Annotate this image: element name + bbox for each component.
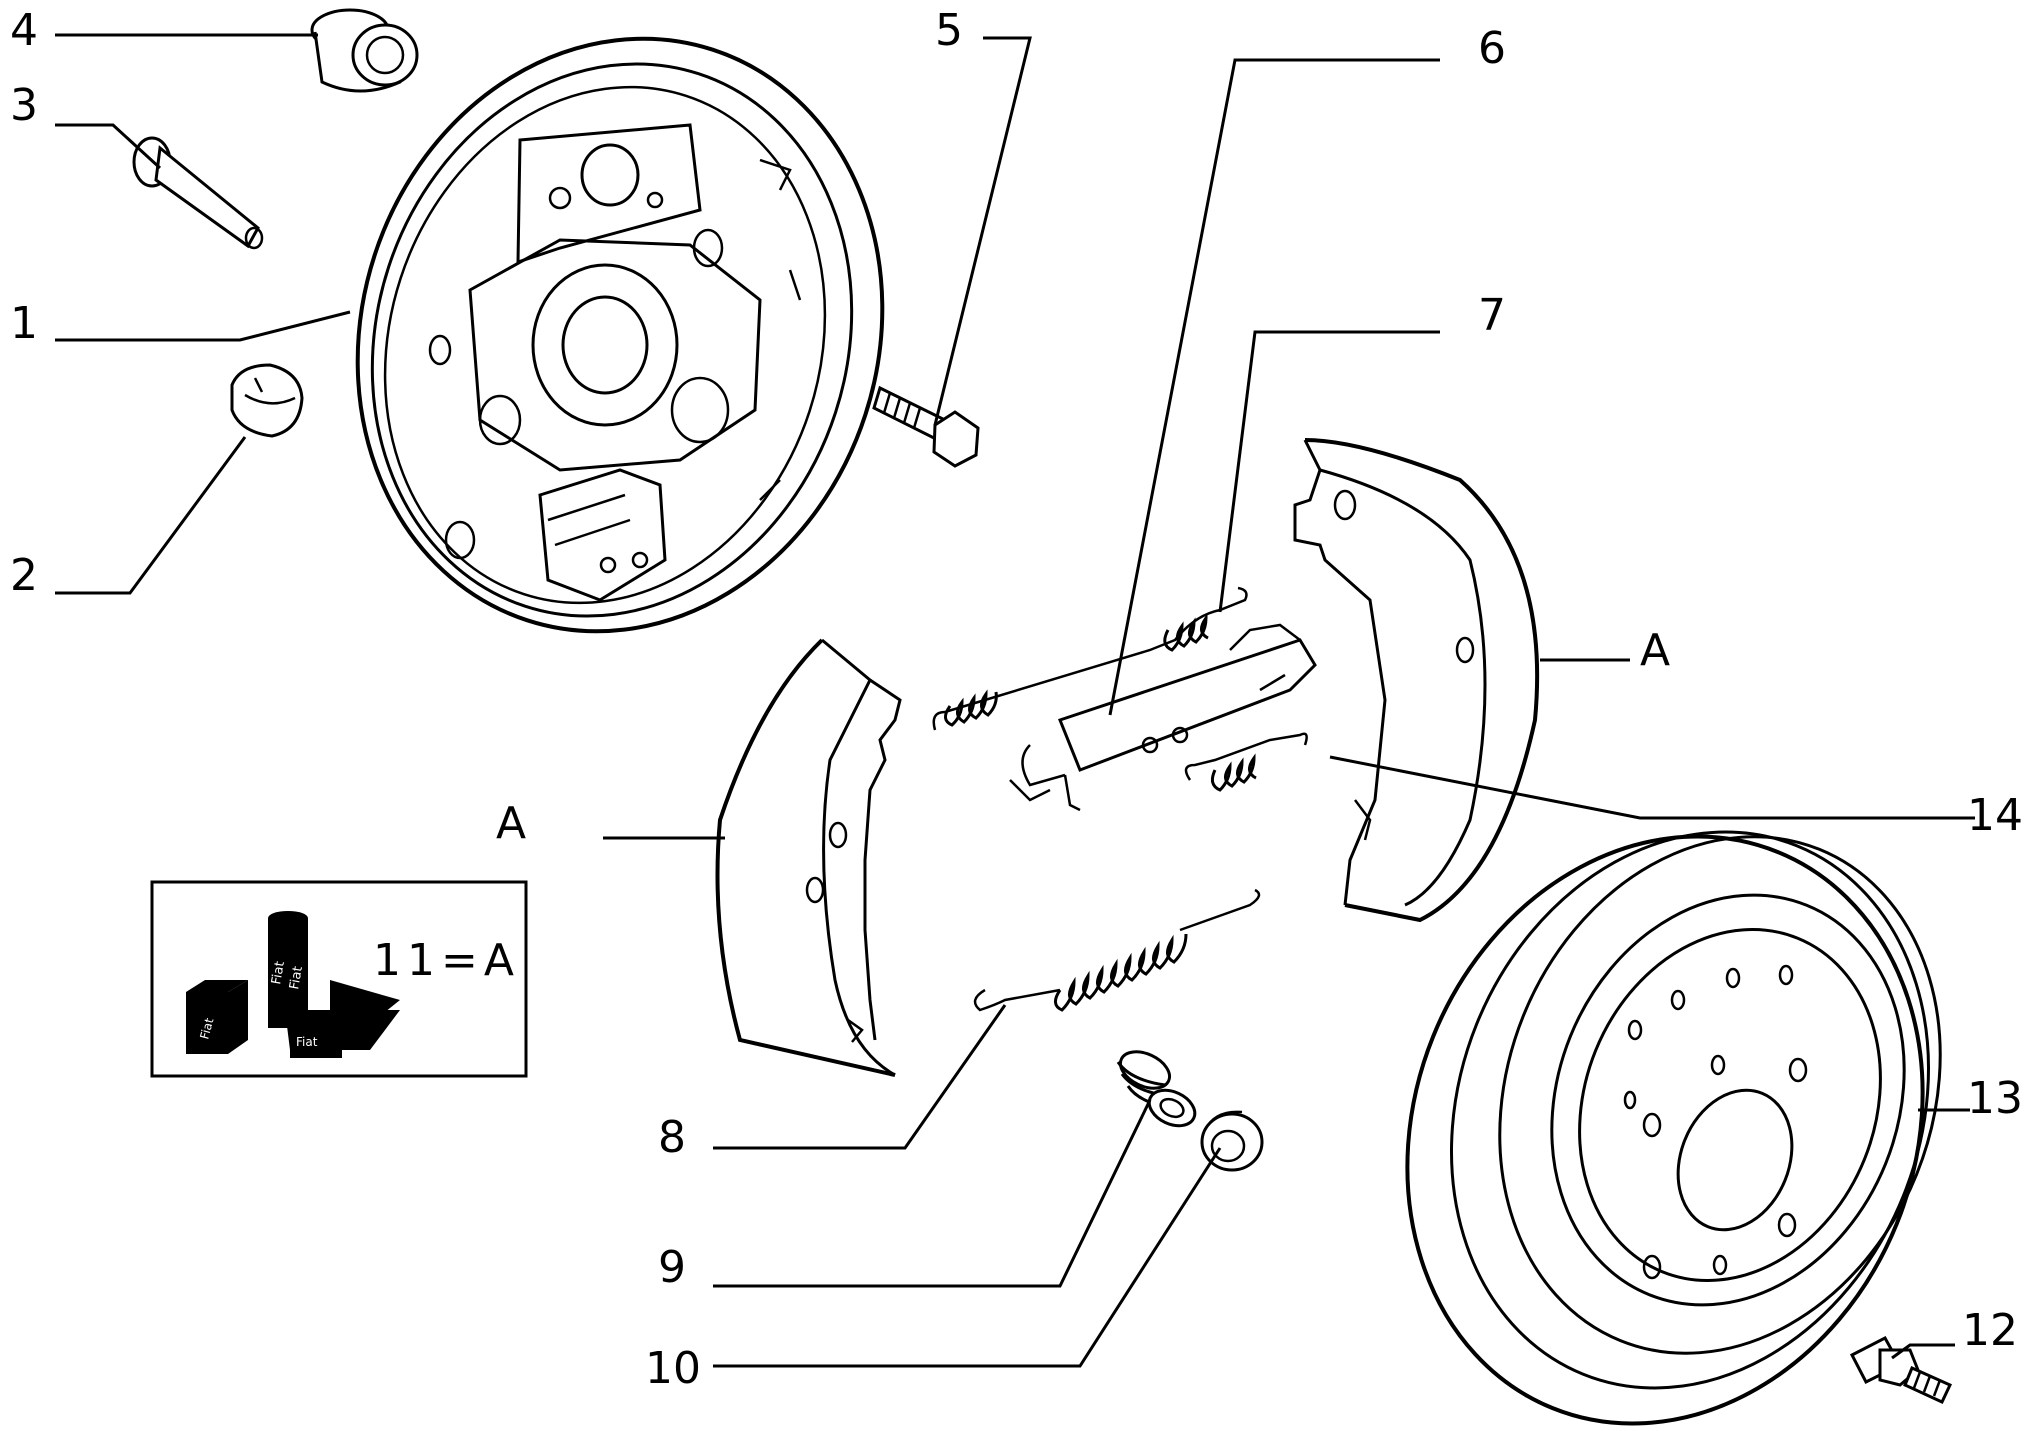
part-4-bushing — [310, 8, 419, 93]
part-9-hold-down-spring — [1116, 1050, 1197, 1128]
can-label-1: Fiat — [269, 960, 288, 985]
callout-7: 7 — [1478, 290, 1506, 341]
drum-bolt-holes — [1623, 964, 1808, 1280]
callout-12: 12 — [1962, 1305, 2018, 1356]
part-7-spring-upper — [932, 586, 1248, 731]
callout-3: 3 — [10, 80, 38, 131]
box-label-2: Fiat — [296, 1035, 318, 1049]
leader-lines — [55, 33, 1975, 1368]
part-13-brake-drum — [1405, 830, 1942, 1426]
legend-box: Fiat Fiat Fiat Fiat 11=A — [150, 880, 528, 1078]
brake-shoe-right — [1293, 438, 1540, 923]
part-3-pin — [132, 136, 264, 250]
callout-10: 10 — [645, 1343, 701, 1394]
callout-14: 14 — [1967, 790, 2023, 841]
part-1-backing-plate — [355, 36, 885, 634]
lubricant-products-icon: Fiat Fiat Fiat Fiat — [186, 911, 400, 1058]
callout-1: 1 — [10, 298, 38, 349]
callout-6: 6 — [1478, 23, 1506, 74]
callout-a-right: A — [1640, 625, 1670, 676]
part-12-wheel-bolt — [1849, 1336, 1953, 1404]
part-8-spring-lower — [973, 888, 1261, 1012]
box-label-1: Fiat — [197, 1016, 216, 1041]
callout-8: 8 — [658, 1112, 686, 1163]
callout-2: 2 — [10, 550, 38, 601]
part-2-grommet — [230, 363, 304, 438]
callout-a-left: A — [496, 798, 526, 849]
part-6-strut-assembly — [1009, 623, 1317, 812]
callout-5: 5 — [935, 5, 963, 56]
part-5-bolt — [872, 385, 980, 468]
callout-13: 13 — [1967, 1073, 2023, 1124]
callout-4: 4 — [10, 5, 38, 56]
part-14-spring — [1184, 732, 1308, 792]
callout-9: 9 — [658, 1242, 686, 1293]
callout-labels: 4 3 1 2 5 6 7 A 14 A 13 8 9 10 12 — [10, 5, 2023, 1394]
legend-equation: 11=A — [373, 935, 520, 986]
part-10-spring-cup — [1200, 1110, 1264, 1172]
brake-shoe-left — [715, 638, 902, 1077]
can-label-2: Fiat — [287, 965, 306, 990]
